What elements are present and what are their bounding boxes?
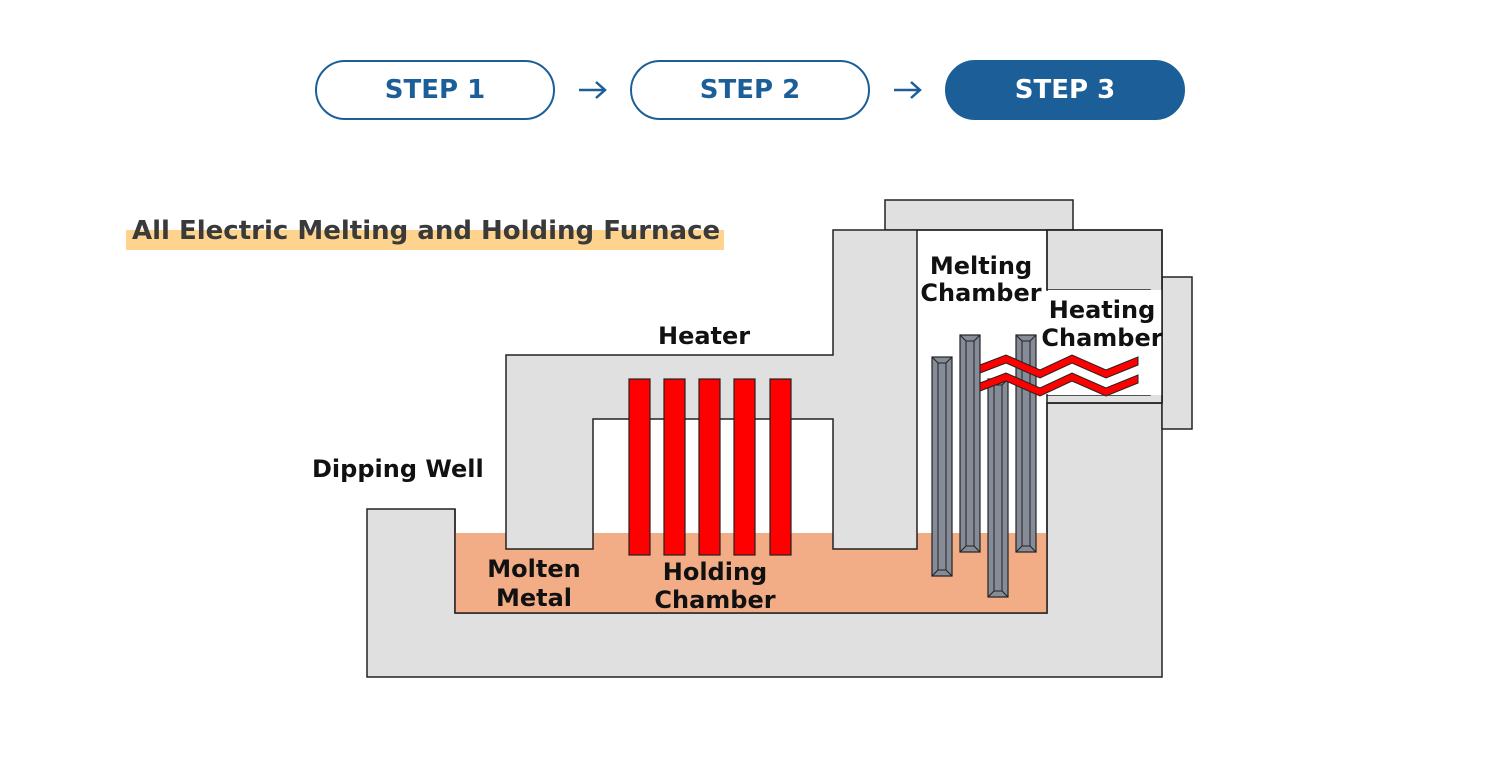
ingot (931, 356, 953, 577)
zigzag-heater (979, 372, 1139, 397)
zigzag-heater (979, 354, 1139, 379)
title-text: All Electric Melting and Holding Furnace (132, 216, 721, 246)
title-highlight (126, 230, 724, 250)
step-1-button[interactable]: STEP 1 (315, 60, 555, 120)
melting-chamber-label: Melting (930, 252, 1032, 280)
arrow-right-icon (555, 60, 630, 120)
step-3-button[interactable]: STEP 3 (945, 60, 1185, 120)
heating-chamber-edge (1047, 229, 1163, 404)
heating-chamber-label: Heating (1049, 296, 1156, 324)
holding-chamber-label: Holding (663, 558, 767, 586)
holding-chamber-label: Chamber (654, 586, 775, 614)
molten-metal-label: Molten (487, 555, 580, 583)
arrow-right-icon (870, 60, 945, 120)
furnace-lid (884, 199, 1074, 231)
heater-bar (698, 378, 721, 556)
heater-bar (769, 378, 792, 556)
heater-bars (628, 378, 792, 556)
ingot (959, 334, 981, 553)
heater-bar (733, 378, 756, 556)
heater-bar (663, 378, 686, 556)
pool-outline (454, 403, 1048, 614)
ingot (987, 378, 1009, 598)
heater-label: Heater (658, 322, 750, 350)
molten-metal-label: Metal (496, 584, 572, 612)
step-navigation: STEP 1 STEP 2 STEP 3 (315, 60, 1185, 120)
dipping-well-label: Dipping Well (312, 455, 484, 483)
melting-chamber-label: Chamber (920, 279, 1041, 307)
side-block (1161, 276, 1193, 430)
melting-chamber-outline (917, 229, 1048, 290)
heater-bar (628, 378, 651, 556)
heating-chamber-label: Chamber (1041, 324, 1162, 352)
zigzag-heater-elements (979, 354, 1139, 397)
diagram-title: All Electric Melting and Holding Furnace (126, 208, 724, 254)
step-2-button[interactable]: STEP 2 (630, 60, 870, 120)
